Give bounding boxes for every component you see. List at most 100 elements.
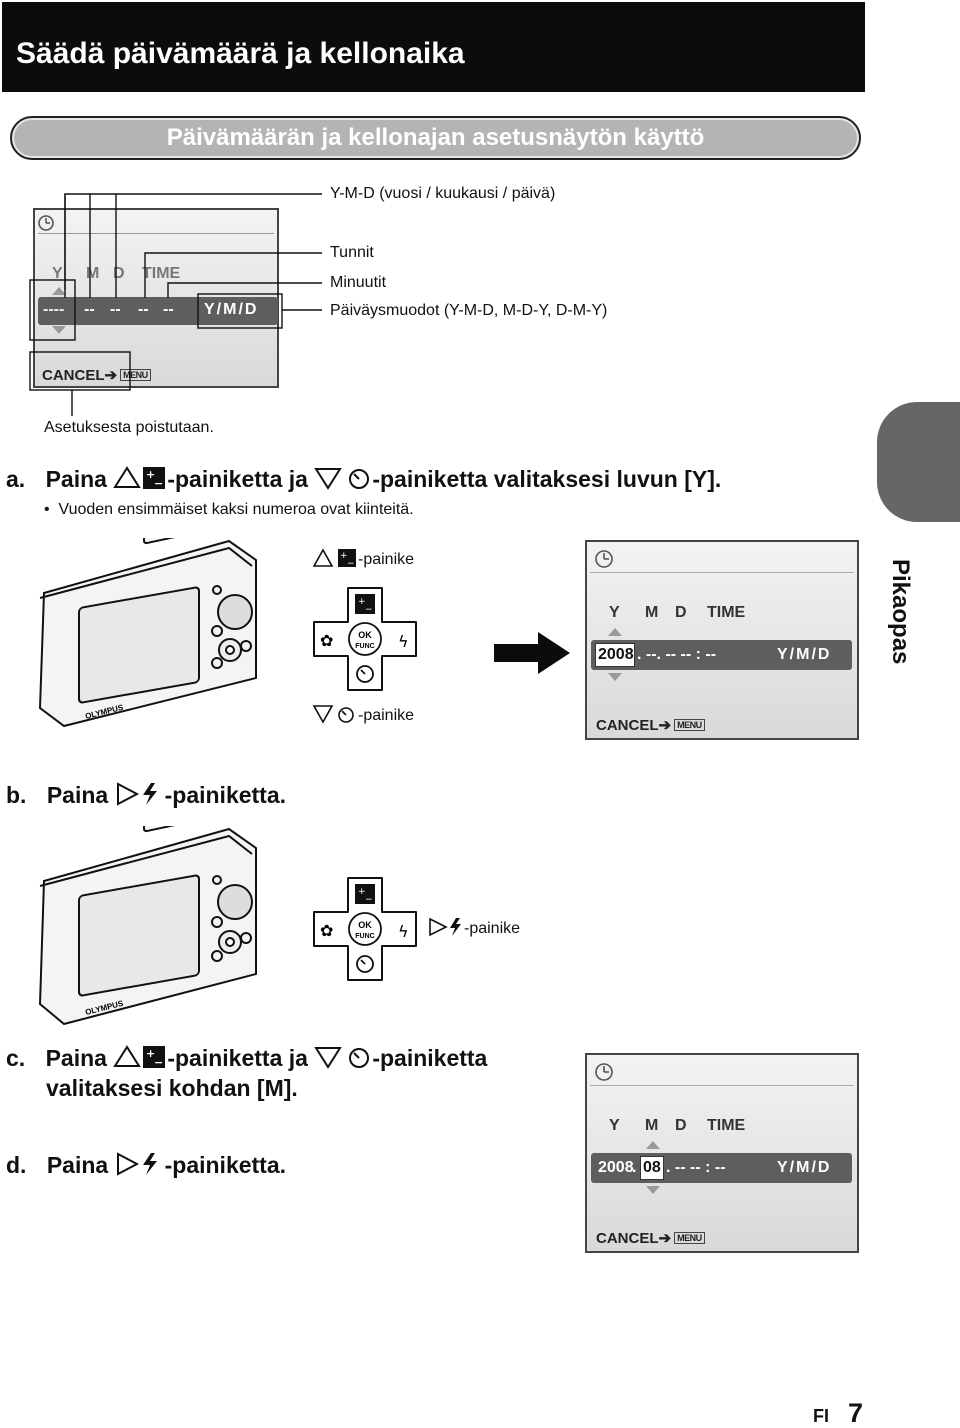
right-flash-icon-small bbox=[429, 917, 461, 937]
date-rest-field[interactable]: . -- -- : -- bbox=[666, 1159, 726, 1176]
step-c-text-2: -painiketta ja bbox=[167, 1045, 315, 1071]
date-format-field[interactable]: Y/M/D bbox=[204, 301, 259, 318]
right-flash-icon bbox=[116, 782, 157, 806]
side-tab bbox=[877, 402, 960, 522]
step-d-text-2: -painiketta. bbox=[164, 1152, 287, 1178]
date-format-field[interactable]: Y/M/D bbox=[777, 1159, 832, 1176]
up-exposure-icon-small: + − bbox=[312, 548, 356, 569]
callout-lines bbox=[29, 193, 322, 416]
minutes-label: Minuutit bbox=[330, 274, 387, 291]
svg-text:−: − bbox=[154, 477, 163, 490]
col-d-label: D bbox=[675, 604, 687, 621]
footer-lang: FI bbox=[813, 1406, 829, 1426]
date-field-bar bbox=[38, 297, 278, 325]
col-time-label: TIME bbox=[707, 604, 746, 621]
ymd-label: Y-M-D (vuosi / kuukausi / päivä) bbox=[330, 185, 556, 202]
cancel-note: Asetuksesta poistutaan. bbox=[44, 419, 214, 436]
cancel-text: CANCEL bbox=[596, 717, 659, 734]
section-heading-text: Päivämäärän ja kellonajan asetusnäytön k… bbox=[166, 124, 705, 151]
minute-field[interactable]: -- bbox=[163, 301, 174, 318]
step-a-bullet-text: Vuoden ensimmäiset kaksi numeroa ovat ki… bbox=[58, 501, 414, 518]
screen-divider bbox=[590, 1085, 854, 1086]
up-arrow-icon bbox=[52, 287, 66, 295]
date-rest-field[interactable]: . --. -- -- : -- bbox=[637, 646, 717, 663]
dpad-selftimer-icon[interactable] bbox=[356, 955, 374, 973]
step-a-line: a. Paina + − -painiketta ja -painiketta … bbox=[6, 466, 721, 493]
page-title: Säädä päivämäärä ja kellonaika bbox=[16, 37, 465, 70]
down-arrow-icon bbox=[646, 1186, 660, 1194]
arrow-icon: ➔ bbox=[658, 717, 672, 734]
dpad-flash-icon[interactable]: ϟ bbox=[398, 922, 409, 941]
big-arrow-icon bbox=[494, 632, 570, 674]
step-a-text-1: Paina bbox=[45, 466, 114, 492]
step-d-text-1: Paina bbox=[46, 1152, 115, 1178]
dpad-macro-icon[interactable]: ✿ bbox=[320, 631, 333, 650]
step-c-line: c. Paina + − -painiketta ja -painiketta bbox=[6, 1045, 487, 1072]
step-b-label: b. bbox=[6, 782, 27, 808]
date-field-bar bbox=[591, 1153, 852, 1183]
dpad-diagram: + − ✿ ϟ OK FUNC bbox=[313, 877, 417, 981]
up-arrow-icon bbox=[646, 1141, 660, 1149]
svg-text:−: − bbox=[365, 605, 373, 615]
camera-illustration: OLYMPUS bbox=[38, 538, 257, 728]
cancel-hint: CANCEL➔MENU bbox=[596, 1229, 705, 1247]
hours-label: Tunnit bbox=[330, 244, 374, 261]
dpad-selftimer-icon[interactable] bbox=[356, 665, 374, 683]
func-label: FUNC bbox=[355, 643, 374, 650]
svg-text:−: − bbox=[154, 1056, 163, 1069]
arrow-icon: ➔ bbox=[658, 1230, 672, 1247]
col-m-label: M bbox=[645, 604, 659, 621]
menu-button-icon: MENU bbox=[674, 719, 705, 731]
side-tab-label: Pikaopas bbox=[887, 559, 914, 665]
down-selftimer-icon bbox=[314, 468, 370, 490]
arrow-icon: ➔ bbox=[104, 367, 118, 384]
screen-divider bbox=[590, 572, 854, 573]
step-c-line-2: valitaksesi kohdan [M]. bbox=[46, 1075, 298, 1101]
step-b-text-2: -painiketta. bbox=[164, 782, 287, 808]
step-a-text-2: -painiketta ja bbox=[167, 466, 315, 492]
clock-icon bbox=[595, 1063, 613, 1081]
down-arrow-icon bbox=[608, 673, 622, 681]
right-flash-icon bbox=[116, 1152, 157, 1176]
dpad-macro-icon[interactable]: ✿ bbox=[320, 921, 333, 940]
dpad-up-exposure-icon[interactable] bbox=[355, 594, 375, 614]
month-field-selected[interactable]: 08 bbox=[640, 1156, 664, 1180]
dpad-flash-icon[interactable]: ϟ bbox=[398, 632, 409, 651]
down-selftimer-icon bbox=[314, 1047, 370, 1069]
step-c-text-1: Paina bbox=[45, 1045, 114, 1071]
col-d-label: D bbox=[675, 1117, 687, 1134]
col-m-label: M bbox=[645, 1117, 659, 1134]
ok-func-button[interactable] bbox=[348, 622, 382, 656]
step-d-label: d. bbox=[6, 1152, 27, 1178]
year-field[interactable]: ---- bbox=[43, 301, 65, 318]
clock-icon bbox=[38, 215, 54, 231]
svg-text:+: + bbox=[146, 468, 155, 481]
menu-button-icon: MENU bbox=[674, 1232, 705, 1244]
up-exposure-icon: + − bbox=[113, 466, 166, 490]
up-arrow-icon bbox=[608, 628, 622, 636]
formats-label: Päiväysmuodot (Y-M-D, M-D-Y, D-M-Y) bbox=[330, 302, 608, 319]
camera-illustration: OLYMPUS bbox=[38, 826, 257, 1026]
month-field[interactable]: -- bbox=[84, 301, 95, 318]
down-button-callout: -painike bbox=[312, 704, 414, 725]
col-y-label: Y bbox=[609, 1117, 620, 1134]
ok-label: OK bbox=[358, 630, 372, 640]
year-field-selected[interactable]: 2008 bbox=[595, 643, 635, 667]
step-a-label: a. bbox=[6, 466, 26, 492]
year-field[interactable]: 2008 bbox=[598, 1159, 634, 1176]
title-bar: Säädä päivämäärä ja kellonaika bbox=[2, 2, 865, 92]
col-d-label: D bbox=[113, 265, 125, 282]
hour-field[interactable]: -- bbox=[138, 301, 149, 318]
col-y-label: Y bbox=[52, 265, 63, 282]
day-field[interactable]: -- bbox=[110, 301, 121, 318]
up-button-callout: + − -painike bbox=[312, 548, 414, 569]
cancel-hint: CANCEL➔MENU bbox=[42, 366, 151, 384]
step-a-text-3: -painiketta valitaksesi luvun [Y]. bbox=[372, 466, 722, 492]
svg-text:+: + bbox=[340, 551, 348, 561]
step-d-line: d. Paina -painiketta. bbox=[6, 1152, 286, 1179]
separator-dot: . bbox=[632, 1159, 637, 1176]
date-format-field[interactable]: Y/M/D bbox=[777, 646, 832, 663]
ok-func-button[interactable] bbox=[348, 912, 382, 946]
dpad-up-exposure-icon[interactable] bbox=[355, 884, 375, 904]
clock-icon bbox=[595, 550, 613, 568]
